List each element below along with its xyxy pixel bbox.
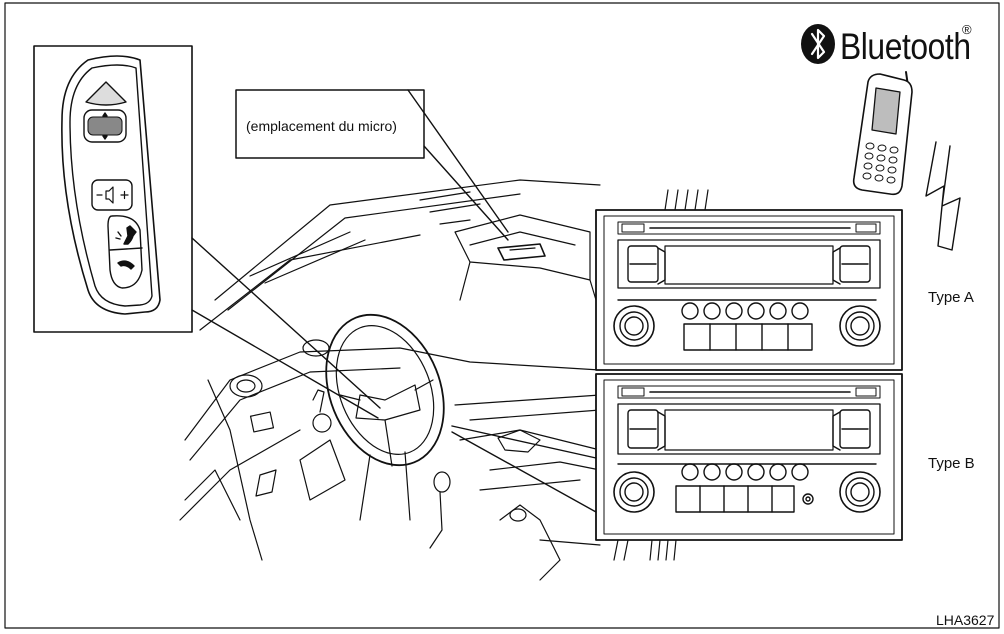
leader-line-audio-bottom <box>451 431 597 513</box>
figure-frame <box>4 2 1000 629</box>
bluetooth-icon <box>801 24 835 64</box>
phone-hangup-icon <box>117 260 135 270</box>
volume-icon <box>96 186 129 204</box>
type-b-label: Type B <box>928 455 975 472</box>
audio-unit-type-a <box>595 209 903 371</box>
leader-line-switch-lower <box>191 309 379 419</box>
audio-unit-type-b <box>595 373 903 541</box>
type-a-label: Type A <box>928 289 974 306</box>
lightning-signal-icon <box>925 141 961 251</box>
car-interior-drawing <box>179 179 709 581</box>
leader-line-audio-top <box>451 425 597 459</box>
microphone-callout <box>235 89 509 241</box>
microphone-location-label: (emplacement du micro) <box>246 118 397 134</box>
leader-line-switch <box>191 237 381 409</box>
bluetooth-wordmark: Bluetooth <box>840 26 971 67</box>
steering-switch-panel <box>33 45 193 333</box>
mobile-phone-icon <box>852 71 913 196</box>
registered-mark: ® <box>962 22 972 37</box>
figure-code: LHA3627 <box>936 612 995 628</box>
phone-call-icon <box>115 225 137 245</box>
